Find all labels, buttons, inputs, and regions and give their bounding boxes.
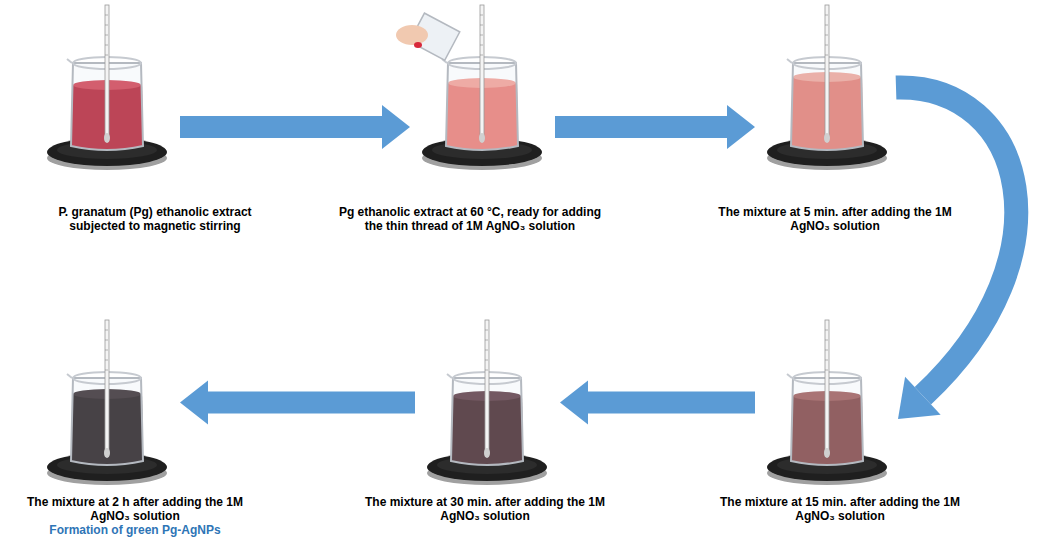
stage-photo: The mixture at 5 min. after adding the 1… [765,5,890,170]
process-arrow [180,381,415,425]
arrow-shape [896,87,1016,395]
stage-photo: P. granatum (Pg) ethanolic extract subje… [45,5,170,170]
stage-photo: The mixture at 2 h after adding the 1M A… [45,320,170,485]
stage-caption: The mixture at 15 min. after adding the … [718,495,963,523]
process-arrow [180,105,410,149]
process-arrow [896,87,1016,419]
arrow-shape [180,381,415,425]
stage-photo: The mixture at 15 min. after adding the … [765,320,890,485]
arrow-shape [555,105,755,149]
stage-photo: The mixture at 30 min. after adding the … [425,320,550,485]
caption-text: The mixture at 30 min. after adding the … [363,495,608,523]
process-arrow [555,105,755,149]
result-note: Formation of green Pg-AgNPs [13,523,258,537]
process-arrow [560,381,755,425]
caption-text: The mixture at 5 min. after adding the 1… [705,205,965,233]
caption-text: The mixture at 15 min. after adding the … [718,495,963,523]
stage-caption: P. granatum (Pg) ethanolic extract subje… [35,205,275,233]
stage-caption: The mixture at 5 min. after adding the 1… [705,205,965,233]
stage-caption: Pg ethanolic extract at 60 °C, ready for… [333,205,608,233]
arrow-shape [560,381,755,425]
stage-caption: The mixture at 30 min. after adding the … [363,495,608,523]
arrow-head [898,377,941,419]
stage-caption: The mixture at 2 h after adding the 1M A… [13,495,258,537]
stage-photo: Pg ethanolic extract at 60 °C, ready for… [420,5,545,170]
caption-text: The mixture at 2 h after adding the 1M A… [13,495,258,523]
caption-text: Pg ethanolic extract at 60 °C, ready for… [333,205,608,233]
arrow-shape [180,105,410,149]
caption-text: P. granatum (Pg) ethanolic extract subje… [35,205,275,233]
